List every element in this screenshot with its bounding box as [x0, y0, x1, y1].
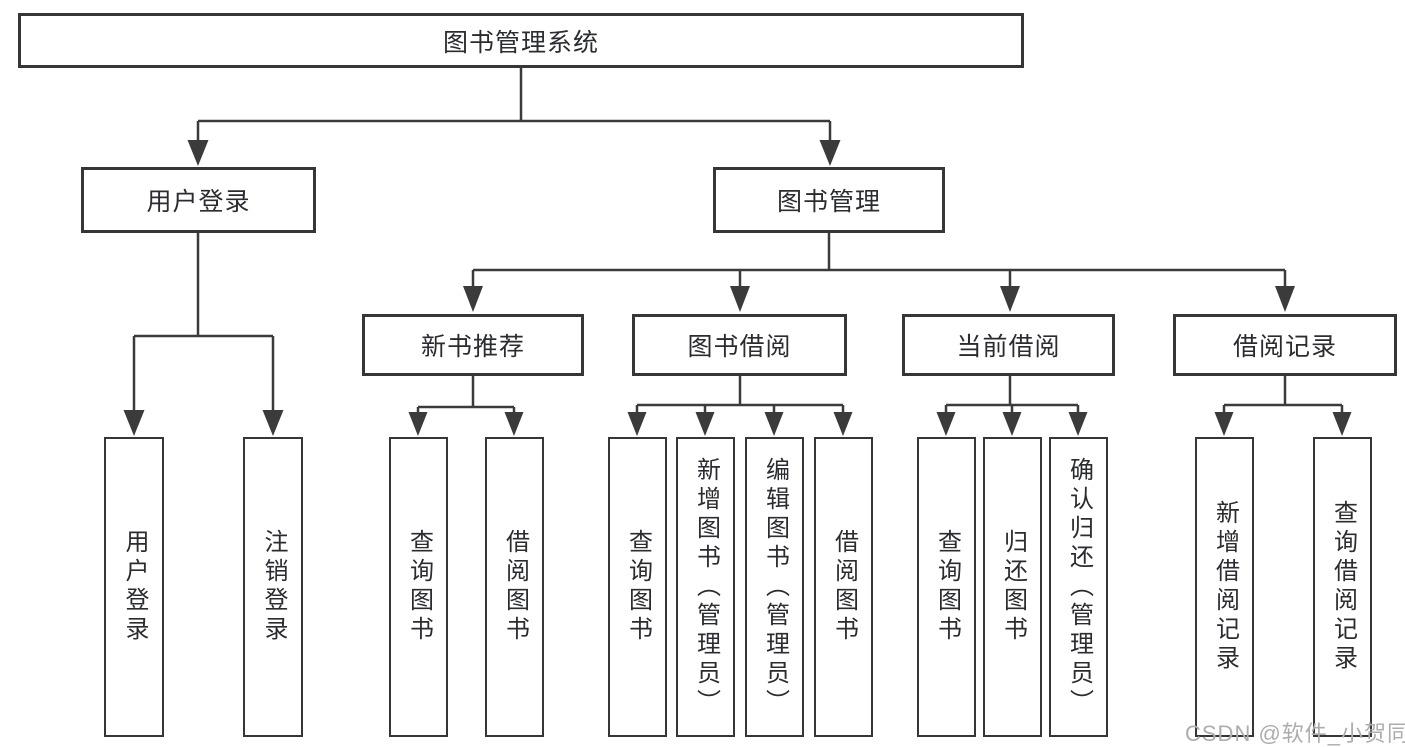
- node-book-management: 图书管理: [713, 167, 945, 233]
- leaf-borrowing-edit-books-admin: 编辑图书（管理员）: [745, 437, 804, 737]
- leaf-borrowing-borrow-books: 借阅图书: [814, 437, 873, 737]
- node-borrowing-records: 借阅记录: [1173, 314, 1397, 376]
- leaf-records-query-record: 查询借阅记录: [1313, 437, 1372, 737]
- node-root-library-system: 图书管理系统: [18, 13, 1024, 68]
- leaf-borrowing-query-books: 查询图书: [608, 437, 667, 737]
- arrowheads: [123, 140, 1352, 436]
- csdn-watermark: CSDN @软件_小贺同学: [1185, 721, 1405, 746]
- leaf-recommend-borrow-books: 借阅图书: [485, 437, 544, 737]
- node-current-borrowing: 当前借阅: [902, 314, 1115, 376]
- leaf-current-query-books: 查询图书: [917, 437, 976, 737]
- leaf-logout: 注销登录: [243, 437, 303, 737]
- leaf-current-confirm-return-admin: 确认归还（管理员）: [1049, 437, 1108, 737]
- node-user-login: 用户登录: [81, 167, 316, 233]
- node-book-borrowing: 图书借阅: [632, 314, 847, 376]
- leaf-borrowing-add-books-admin: 新增图书（管理员）: [676, 437, 735, 737]
- leaf-recommend-query-books: 查询图书: [389, 437, 448, 737]
- leaf-records-add-record: 新增借阅记录: [1195, 437, 1254, 737]
- leaf-user-login: 用户登录: [104, 437, 164, 737]
- leaf-current-return-books: 归还图书: [983, 437, 1042, 737]
- connector-strokes: [132, 68, 1344, 414]
- node-new-book-recommend: 新书推荐: [362, 314, 584, 376]
